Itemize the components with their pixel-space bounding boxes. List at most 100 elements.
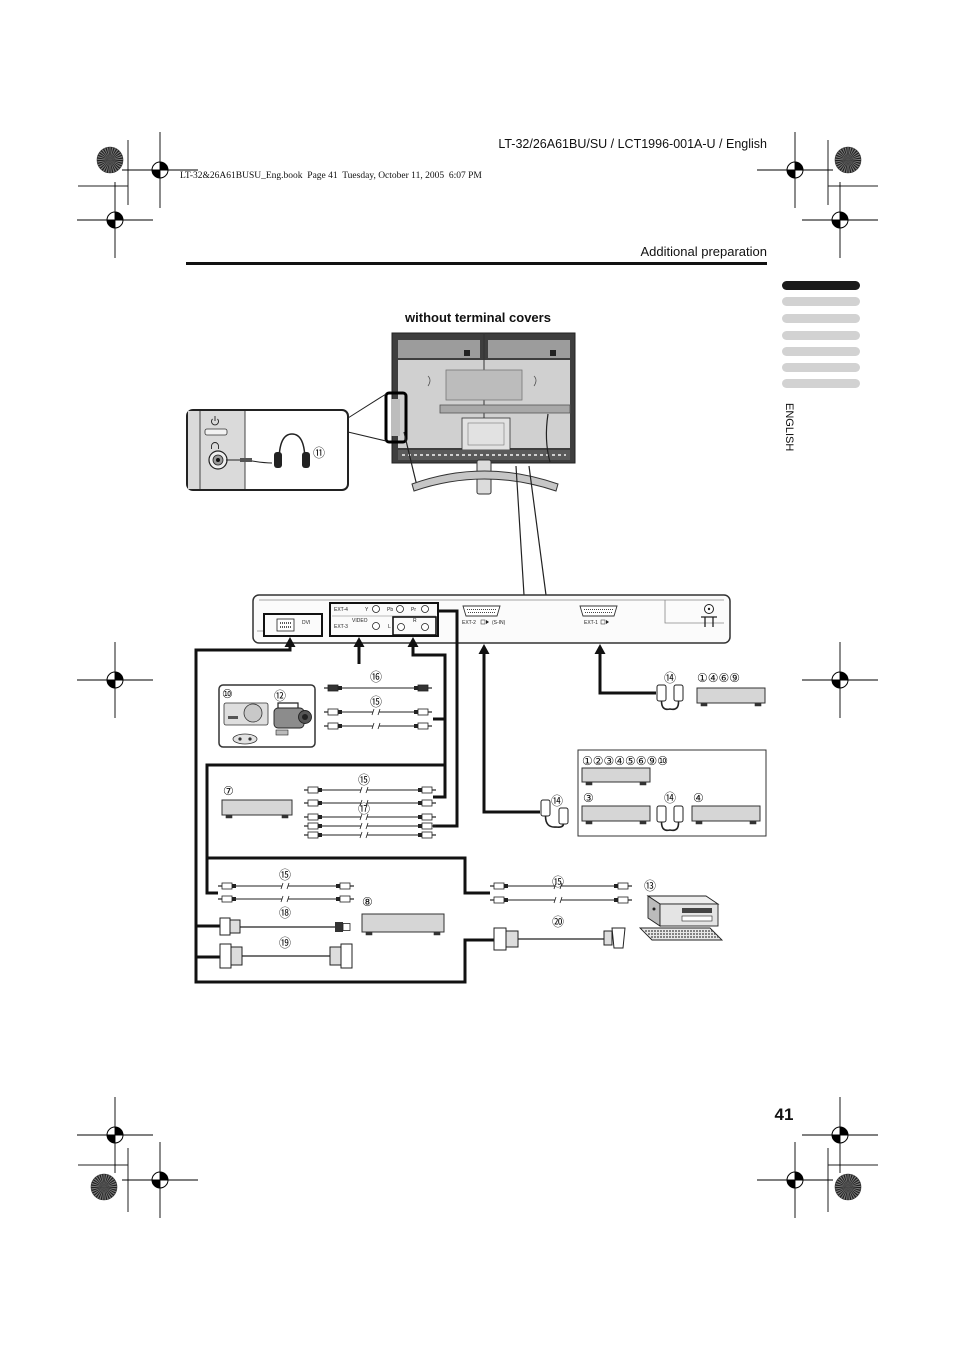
callout-line [515,465,547,596]
ext2-device-box: ①②③④⑤⑥⑨⑩ ③ ⑭ ④ [577,749,767,837]
chapter-tab [782,379,860,388]
s-video-cable [324,684,432,692]
arrow-up-icon [284,637,296,647]
device-feet [225,815,289,819]
av-device-box: ⑩ ⑫ [218,684,316,748]
plug-collar [336,884,340,888]
stand-base [411,470,559,492]
ext2-label: EXT-2 [462,620,476,626]
terminal-panel-frame [252,594,731,644]
cable-14-ext1-number: ⑭ [664,671,676,685]
cable-break-mark [280,895,290,903]
antenna-icon [701,616,717,627]
registration-mark-icon [802,182,878,258]
device-8-recorder [361,913,445,933]
starburst-mark-icon [835,1174,861,1200]
registration-mark-icon [757,1142,833,1218]
plug-collar [338,724,342,728]
header-rule [186,262,767,265]
plug-collar [414,710,418,714]
starburst-mark-icon [97,147,123,173]
device-7-number: ⑦ [223,784,234,798]
plug-collar [614,884,618,888]
plug-body [339,895,351,903]
cable-19-number: ⑲ [279,936,291,950]
av-cable [324,708,432,730]
audio-l-jack [397,623,405,631]
tv-rear-recess [445,369,523,401]
headphone-jack-hole [216,458,220,462]
cable-break-mark [359,822,369,830]
scart-cable-icon [656,805,684,832]
model-line: LT-32/26A61BU/SU / LCT1996-001A-U / Engl… [498,137,767,151]
pb-jack [396,605,404,613]
ext2-scart-connector [462,605,501,617]
plug-collar [232,884,236,888]
starburst-mark-icon [91,1174,117,1200]
panel-edge [199,411,246,489]
tv-vent [398,450,570,460]
tv-rear-bar [439,404,571,414]
plug-body [417,708,429,716]
dvi-connector-icon [493,927,519,951]
audio-r-jack [421,623,429,631]
plug-body [327,708,339,716]
cable-break-mark [359,831,369,839]
device-feet [365,932,441,936]
pc-icon [638,895,724,941]
vga-connector-icon [603,927,626,949]
plug-collar [418,788,422,792]
scart-cable-icon [540,799,569,828]
screw-icon [550,350,556,356]
cable-15-av-number: ⑮ [370,695,382,709]
audio-l-label: L [388,624,391,630]
chapter-tabs: ENGLISH [782,281,860,451]
plug-body [421,813,433,821]
pc-drive-bay [682,908,712,913]
gamepad-button [248,737,252,741]
tv-back-caption: without terminal covers [404,310,551,325]
tv-rear-panel [398,340,480,358]
plug-body [307,822,319,830]
cable-break-mark [371,708,381,716]
camcorder-viewfinder [275,729,289,736]
ext1-wire [598,650,656,695]
scart-input-icon [480,619,489,625]
scart-pins [584,609,613,613]
page-number: 41 [775,1105,794,1124]
camcorder-handle [277,702,299,708]
plug-body [421,831,433,839]
audio-cable-pc [490,882,632,904]
plug-body [417,684,429,692]
registration-mark-icon [802,1097,878,1173]
devices-ext1-numbers: ①④⑥⑨ [697,671,740,685]
ext3-label: EXT-3 [334,624,348,630]
plug-body [617,896,629,904]
registration-mark-icon [77,182,153,258]
audio-dvd-wire [205,763,445,895]
arrow-up-icon [594,644,606,654]
pr-label: Pr [411,607,416,613]
pb-label: Pb [387,607,393,613]
plug-collar [418,801,422,805]
plug-body [493,896,505,904]
cable-break-mark [359,799,369,807]
starburst-mark-icon [835,147,861,173]
dvi-connector-icon [219,943,243,969]
tv-rear-panel [488,340,570,358]
cable-20-number: ⑳ [552,915,564,929]
device-ext2-a-number: ③ [583,791,594,805]
scart-cable-icon [656,684,684,711]
cable-break-mark [371,722,381,730]
antenna-terminal-pin [707,607,711,611]
mounting-plate [461,417,511,451]
plug-body [327,722,339,730]
power-icon [211,416,219,426]
cable-15-component-number: ⑮ [358,773,370,787]
plug-body [421,786,433,794]
hdmi-plug-icon [335,922,351,932]
cable-16-number: ⑯ [370,670,382,684]
audio-wire [411,643,447,799]
registration-mark-icon [802,642,878,718]
